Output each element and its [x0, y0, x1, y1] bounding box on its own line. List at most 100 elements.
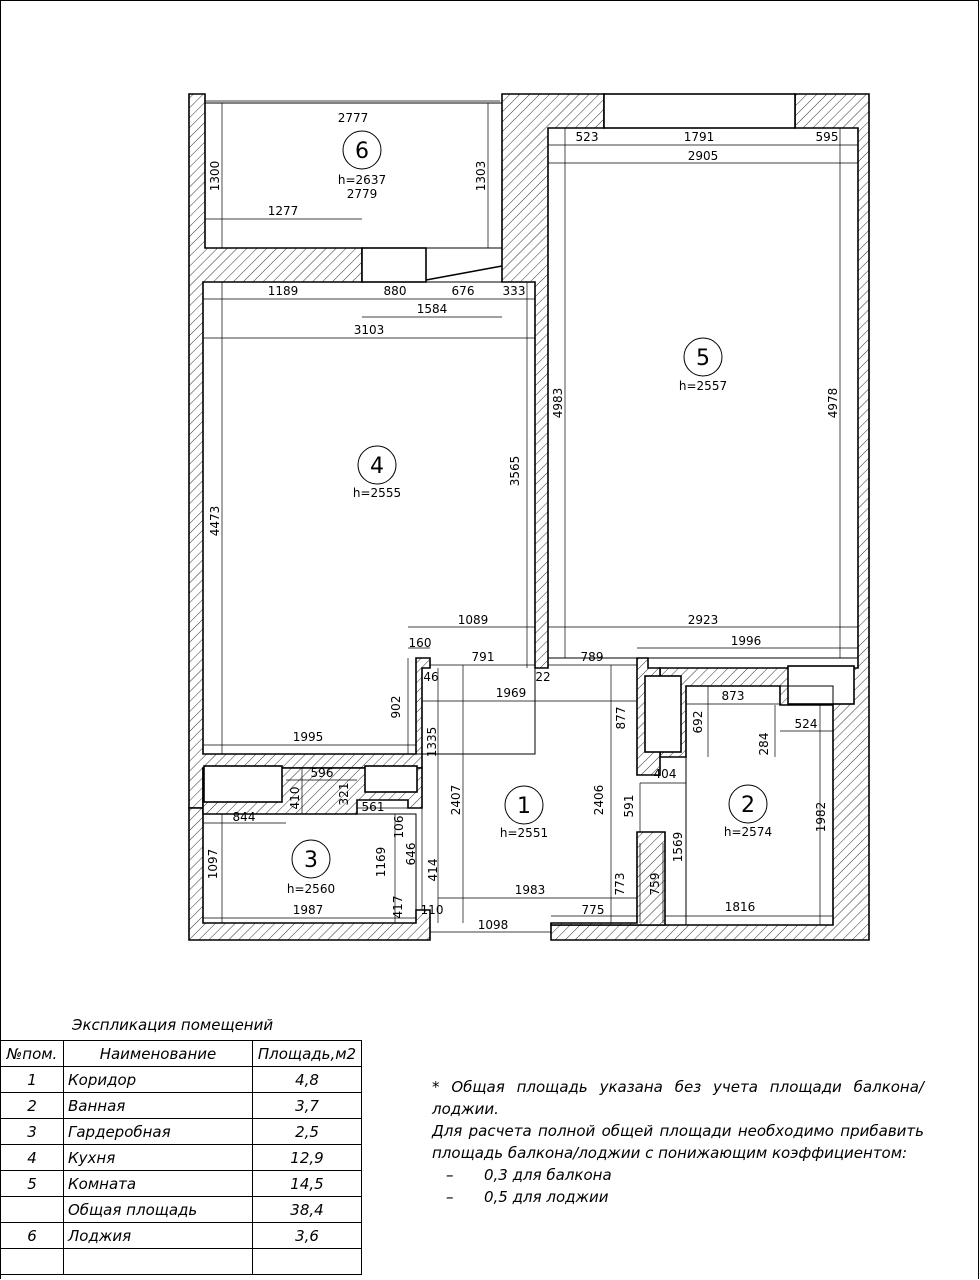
window-opening — [603, 93, 796, 129]
vent-bath-2 — [787, 665, 855, 705]
dim-label: 1189 — [268, 284, 299, 298]
vent-wardrobe-2 — [364, 765, 418, 793]
note-dash: – — [446, 1166, 454, 1184]
room-2-height: h=2574 — [724, 825, 772, 839]
cell-num — [0, 1196, 64, 1223]
dim-label: 46 — [423, 670, 438, 684]
room-4-number: 4 — [370, 454, 384, 479]
cell-num: 3 — [0, 1118, 64, 1145]
dim-label: 2777 — [338, 111, 369, 125]
explication-title: Экспликация помещений — [72, 1016, 274, 1034]
fixtures — [203, 93, 855, 803]
note-item-balcony: – 0,3 для балкона — [432, 1164, 924, 1186]
dim-label: 110 — [421, 903, 444, 917]
cell-name: Коридор — [63, 1066, 253, 1093]
dim-label: 2407 — [449, 785, 463, 816]
room-4-marker — [357, 445, 397, 485]
room-2-marker — [728, 784, 768, 824]
dim-label: 596 — [311, 766, 334, 780]
cell-num: 6 — [0, 1222, 64, 1249]
dim-label: 160 — [409, 636, 432, 650]
cell-name: Ванная — [63, 1092, 253, 1119]
dim-label: 404 — [654, 767, 677, 781]
dim-label: 775 — [582, 903, 605, 917]
dim-label: 595 — [816, 130, 839, 144]
table-row: 1 Коридор 4,8 — [0, 1066, 362, 1093]
note-dash: – — [446, 1188, 454, 1206]
dim-label: 3565 — [508, 456, 522, 487]
dim-label: 1987 — [293, 903, 324, 917]
cell-area: 2,5 — [252, 1118, 362, 1145]
cell-num: 2 — [0, 1092, 64, 1119]
cell-area: 14,5 — [252, 1170, 362, 1197]
explication-table: №пом. Наименование Площадь,м2 1 Коридор … — [0, 1040, 362, 1275]
dimension-lines — [203, 100, 858, 933]
dim-label: 1969 — [496, 686, 527, 700]
dim-label: 1995 — [293, 730, 324, 744]
dim-label: 417 — [391, 896, 405, 919]
header-area: Площадь,м2 — [252, 1040, 362, 1067]
vent-bath — [644, 675, 682, 753]
dim-label: 773 — [613, 873, 627, 896]
room-3-marker — [291, 839, 331, 879]
cell-name: Гардеробная — [63, 1118, 253, 1145]
room-5-number: 5 — [696, 346, 710, 371]
dim-label: 1983 — [515, 883, 546, 897]
dim-label: 1996 — [731, 634, 762, 648]
cell-area — [252, 1248, 362, 1275]
room-6-number: 6 — [355, 139, 369, 164]
loggia-door — [361, 247, 427, 283]
room-1-height: h=2551 — [500, 826, 548, 840]
floor-plan: 6 h=2637 4 h=2555 5 h=2557 1 h=2551 2 h=… — [188, 93, 870, 941]
dimension-labels: 2777 2779 1277 1300 1303 523 1791 595 29… — [206, 111, 840, 932]
room-5-marker — [683, 337, 723, 377]
cell-name: Лоджия — [63, 1222, 253, 1249]
table-row: 6 Лоджия 3,6 — [0, 1222, 362, 1249]
vent-wardrobe-1 — [203, 765, 283, 803]
dim-label: 692 — [691, 711, 705, 734]
dim-label: 2406 — [592, 785, 606, 816]
dim-label: 1584 — [417, 302, 448, 316]
wall-bath-lower — [550, 831, 666, 926]
table-header-row: №пом. Наименование Площадь,м2 — [0, 1040, 362, 1067]
room-labels: 6 h=2637 4 h=2555 5 h=2557 1 h=2551 2 h=… — [287, 130, 772, 896]
room-1-marker — [504, 785, 544, 825]
dim-label: 877 — [614, 707, 628, 730]
cell-name: Комната — [63, 1170, 253, 1197]
dim-label: 410 — [288, 787, 302, 810]
wall-center — [501, 93, 605, 669]
cell-area: 38,4 — [252, 1196, 362, 1223]
cell-area: 4,8 — [252, 1066, 362, 1093]
note-item-text: 0,5 для лоджии — [484, 1188, 609, 1206]
dim-label: 844 — [233, 810, 256, 824]
dim-label: 4978 — [826, 388, 840, 419]
dim-label: 333 — [503, 284, 526, 298]
dim-label: 1097 — [206, 849, 220, 880]
room-2-number: 2 — [741, 793, 755, 818]
dim-label: 1303 — [474, 161, 488, 192]
room-5-height: h=2557 — [679, 379, 727, 393]
room-3-number: 3 — [304, 848, 318, 873]
note-line-1: * Общая площадь указана без учета площад… — [432, 1078, 924, 1118]
dim-label: 524 — [795, 717, 818, 731]
table-row: 3 Гардеробная 2,5 — [0, 1118, 362, 1145]
dim-label: 561 — [362, 800, 385, 814]
dim-label: 4473 — [208, 506, 222, 537]
dim-label: 1169 — [374, 847, 388, 878]
dim-label: 1277 — [268, 204, 299, 218]
cell-area: 12,9 — [252, 1144, 362, 1171]
cell-name — [63, 1248, 253, 1275]
table-row — [0, 1248, 362, 1275]
dim-label: 791 — [472, 650, 495, 664]
room-outlines — [202, 102, 859, 926]
dim-label: 646 — [404, 843, 418, 866]
dim-label: 414 — [426, 859, 440, 882]
dim-label: 1098 — [478, 918, 509, 932]
note-line-2: Для расчета полной общей площади необход… — [432, 1122, 924, 1162]
dim-label: 1089 — [458, 613, 489, 627]
room-3-height: h=2560 — [287, 882, 335, 896]
dim-label: 789 — [581, 650, 604, 664]
dim-label: 4983 — [551, 388, 565, 419]
room-6-marker — [342, 130, 382, 170]
dim-label: 880 — [384, 284, 407, 298]
